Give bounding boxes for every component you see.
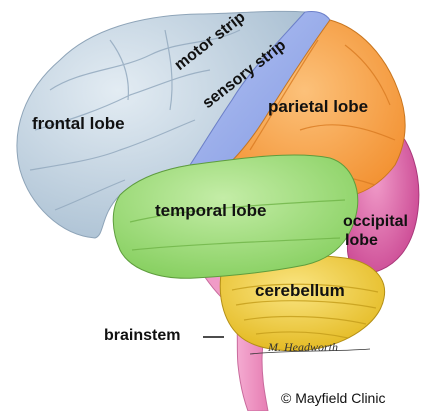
label-cerebellum: cerebellum xyxy=(255,281,345,300)
cerebellum-folia xyxy=(231,283,379,339)
copyright-notice: © Mayfield Clinic xyxy=(281,390,386,406)
signature-swash xyxy=(249,348,371,355)
label-frontal-lobe: frontal lobe xyxy=(32,114,125,133)
label-brainstem: brainstem xyxy=(104,327,181,344)
label-occipital: occipital xyxy=(343,213,408,230)
temporal-region xyxy=(112,154,359,279)
temporal-gyri xyxy=(129,199,346,251)
signature: M. Headworth xyxy=(268,340,338,354)
label-temporal-lobe: temporal lobe xyxy=(155,201,267,220)
frontal-gyri xyxy=(29,29,241,211)
label-parietal-lobe: parietal lobe xyxy=(268,97,369,116)
label-occipital-lobe-word: lobe xyxy=(345,232,378,249)
